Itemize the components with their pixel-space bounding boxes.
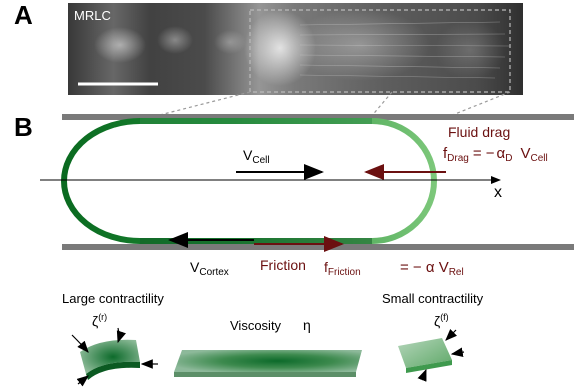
zeta-r-label: ζ(r) [92,312,107,329]
channel-top-wall [62,114,574,120]
x-axis-label: x [494,184,502,201]
friction-equation: = − α VRel [400,259,464,278]
v-cortex-label: VCortex [190,259,229,278]
panel-b-label: B [14,112,33,142]
cell-outline [61,118,437,244]
v-cell-label: VCell [243,147,270,166]
friction-label: Friction [260,257,306,273]
viscosity-label: Viscosity [230,318,282,333]
zeta-f-label: ζ(f) [434,312,449,329]
panel-a-label: A [14,0,33,30]
large-contractility-label: Large contractility [62,291,164,306]
small-contractility-tile [398,328,465,382]
channel-bottom-wall [62,244,574,250]
fluid-drag-label: Fluid drag [448,124,510,140]
mrlc-label: MRLC [74,8,111,23]
large-contractility-tile [71,327,158,387]
zoom-box [249,9,511,93]
micrograph: MRLC [68,3,523,95]
small-contractility-label: Small contractility [382,291,484,306]
eta-symbol: η [303,317,311,333]
friction-force-label: fFriction [324,259,361,278]
viscosity-bar [174,350,362,377]
